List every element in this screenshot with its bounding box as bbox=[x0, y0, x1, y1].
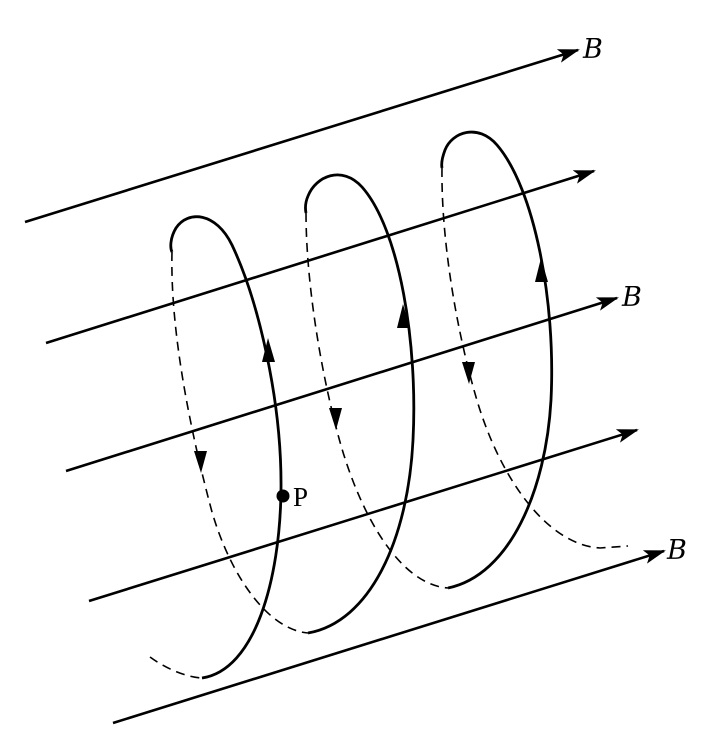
field-line-2 bbox=[45, 169, 596, 345]
point-p-marker: P bbox=[276, 482, 308, 512]
upward-arrow-3 bbox=[535, 258, 548, 282]
helix-front-segment-3 bbox=[440, 130, 554, 590]
downward-arrow-3 bbox=[462, 362, 475, 384]
field-labels: B B B bbox=[582, 34, 687, 566]
helix-front-segments bbox=[169, 130, 554, 680]
field-line-1 bbox=[24, 48, 580, 224]
helix-start-tail bbox=[149, 656, 203, 679]
downward-arrow-1 bbox=[194, 451, 207, 473]
point-p-label: P bbox=[293, 482, 308, 512]
helix-back-segment-1 bbox=[171, 251, 309, 634]
field-line-5 bbox=[112, 549, 666, 725]
field-line-4 bbox=[88, 428, 639, 603]
helix-back-segment-2 bbox=[305, 212, 449, 589]
helix-front-segment-1 bbox=[169, 215, 283, 680]
downward-arrow-2 bbox=[329, 408, 342, 430]
upward-arrow-2 bbox=[397, 304, 410, 328]
magnetic-field-lines bbox=[24, 48, 666, 725]
helix-front-segment-2 bbox=[304, 173, 416, 635]
field-label-bottom: B bbox=[666, 535, 687, 566]
trajectory-direction-arrows bbox=[194, 258, 548, 473]
field-label-middle: B bbox=[621, 282, 642, 313]
helix-back-segment-3 bbox=[441, 167, 629, 549]
field-line-3 bbox=[65, 296, 619, 473]
upward-arrow-1 bbox=[262, 338, 275, 362]
point-p-dot bbox=[276, 489, 290, 503]
helix-back-segments bbox=[149, 167, 629, 679]
field-label-top: B bbox=[582, 34, 603, 65]
